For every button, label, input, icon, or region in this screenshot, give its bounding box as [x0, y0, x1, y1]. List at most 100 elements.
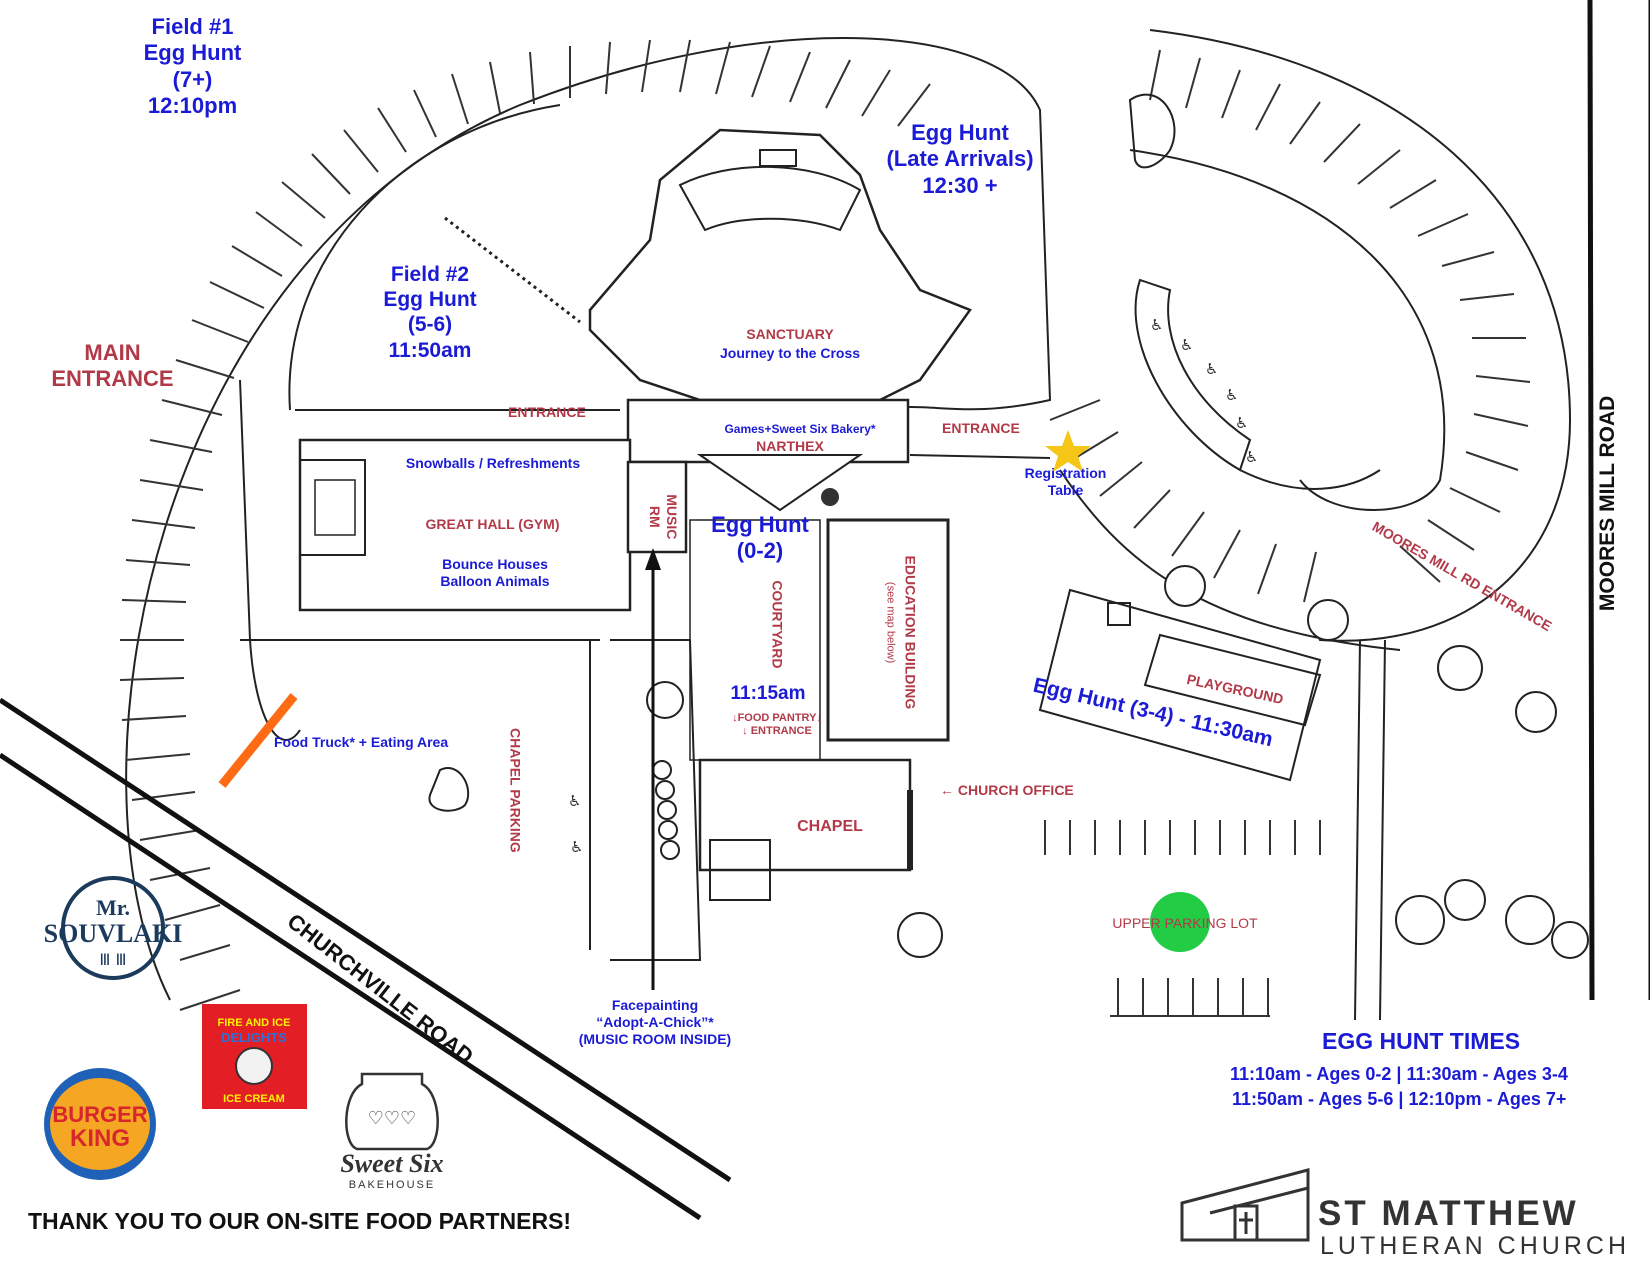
svg-text:♿: ♿: [1205, 360, 1218, 378]
great-hall-top-label: Snowballs / Refreshments: [405, 455, 581, 471]
sanctuary-label: SANCTUARY: [746, 326, 834, 342]
parking-stalls: [119, 39, 1531, 1011]
registration-label: Registration Table: [1024, 465, 1107, 498]
courtyard-time-label: 11:15am: [730, 683, 806, 704]
education-building-label: EDUCATION BUILDING: [902, 555, 919, 710]
altar: [759, 149, 797, 167]
thanks-text: THANK YOU TO OUR ON-SITE FOOD PARTNERS!: [28, 1208, 572, 1234]
upper-lot-stalls: [1044, 820, 1321, 1017]
entrance-right-label: ENTRANCE: [942, 420, 1020, 436]
main-entrance-label: MAIN ENTRANCE: [51, 340, 174, 392]
church-name: ST MATTHEW: [1318, 1194, 1579, 1233]
island: [1128, 93, 1176, 169]
tree: [646, 565, 1589, 959]
svg-text:♿: ♿: [1180, 336, 1193, 354]
education-sub-label: (see map below): [884, 581, 897, 664]
souvlaki-columns-icon: Ⅲ Ⅲ: [99, 950, 126, 969]
left-parking-edge: [239, 379, 301, 741]
cookie-jar-icon: [345, 1072, 439, 1151]
moores-mill-road-edge: [1587, 0, 1595, 1001]
accessible-stalls: [1134, 278, 1381, 490]
svg-text:♿: ♿: [570, 838, 583, 856]
burger-king-logo: BURGER KING: [40, 1064, 160, 1184]
churchville-road-edge: [0, 752, 702, 1221]
courtyard-label: COURTYARD: [769, 580, 786, 669]
kitchen-inner: [314, 479, 356, 536]
entrance-drive: [1354, 639, 1386, 1021]
green-dot: [1150, 892, 1210, 952]
field2-boundary: [444, 216, 581, 324]
sanctuary-stage: [678, 165, 862, 232]
fire-line2: DELIGHTS: [221, 1030, 287, 1045]
souvlaki-mr: Mr.: [96, 895, 130, 920]
late-arrivals-label: Egg Hunt (Late Arrivals) 12:30 +: [886, 120, 1034, 198]
wheelchair-icon: ♿ ♿ ♿ ♿ ♿ ♿ ♿ ♿: [568, 316, 1258, 856]
bk-bun: [50, 1078, 150, 1170]
svg-text:♿: ♿: [1245, 448, 1258, 466]
facepainting-arrowhead: [645, 548, 661, 570]
registration-star-icon: [1045, 430, 1091, 472]
chapel-label: CHAPEL: [797, 818, 863, 835]
bulldog-mascot-icon: [235, 1047, 273, 1085]
right-inner-loop: [1129, 149, 1446, 511]
church-logo-icon: [1180, 1168, 1310, 1242]
egg-times-row: 11:50am - Ages 5-6 | 12:10pm - Ages 7+: [1232, 1089, 1567, 1109]
walkway: [610, 639, 702, 961]
right-loop: [1149, 29, 1572, 642]
narthex-wedge: [696, 454, 864, 512]
field1-label: Field #1 Egg Hunt (7+) 12:10pm: [143, 14, 242, 119]
food-truck-label: Food Truck* + Eating Area: [274, 734, 449, 750]
souvlaki-name: SOUVLAKI: [44, 919, 183, 948]
playground-equipment: [1143, 633, 1322, 727]
sweet-line1: Sweet Six: [340, 1149, 443, 1178]
sweet-line2: BAKEHOUSE: [349, 1179, 435, 1191]
food-truck-bar: [218, 693, 298, 788]
svg-text:♿: ♿: [1235, 414, 1248, 432]
svg-text:♿: ♿: [568, 792, 581, 810]
church-sub: LUTHERAN CHURCH: [1320, 1232, 1631, 1260]
field2-label: Field #2 Egg Hunt (5-6) 11:50am: [383, 263, 477, 362]
fire-line1: FIRE AND ICE: [218, 1017, 291, 1029]
walkway-bollards: [652, 760, 680, 860]
kitchen: [299, 459, 366, 556]
sweet-six-logo: ♡♡♡ Sweet Six BAKEHOUSE: [322, 1054, 462, 1194]
sanctuary-sub-label: Journey to the Cross: [719, 345, 861, 361]
great-hall-label: GREAT HALL (GYM): [425, 516, 560, 532]
music-room-label: MUSIC RM: [647, 494, 680, 540]
entrance-left-label: ENTRANCE: [508, 404, 586, 420]
playground-area: [1038, 588, 1322, 782]
music-room: [626, 460, 688, 554]
souvlaki-ring: [61, 876, 165, 980]
island: [428, 767, 470, 812]
food-pantry-label: ↓FOOD PANTRY↓ ↓ ENTRANCE: [732, 712, 822, 738]
svg-text:♿: ♿: [1150, 316, 1163, 334]
courtyard-tree: [821, 488, 839, 506]
bk-line2: KING: [70, 1125, 130, 1152]
fire-and-ice-logo: FIRE AND ICE DELIGHTS ICE CREAM: [202, 1004, 307, 1109]
chapel-lobby: [709, 839, 771, 901]
egg-times-title: EGG HUNT TIMES: [1322, 1028, 1521, 1054]
playground-box: [1107, 602, 1131, 626]
sanctuary-building: [588, 128, 972, 402]
upper-lot-label: UPPER PARKING LOT: [1112, 915, 1258, 931]
hearts-icon: ♡♡♡: [368, 1108, 416, 1129]
bk-line1: BURGER: [52, 1102, 147, 1127]
narthex-building: [626, 398, 910, 464]
chapel-parking-label: CHAPEL PARKING: [507, 728, 524, 853]
churchville-road-edge: [0, 697, 732, 1183]
svg-text:♿: ♿: [1225, 386, 1238, 404]
church-office-label: ← CHURCH OFFICE: [940, 782, 1074, 798]
education-building: [826, 518, 950, 742]
chapel-building: [698, 758, 912, 872]
great-hall-activities-label: Bounce Houses Balloon Animals: [440, 556, 550, 589]
entrance-wall: [909, 454, 1051, 459]
narthex-label: NARTHEX: [756, 438, 824, 454]
egg-times-row: 11:10am - Ages 0-2 | 11:30am - Ages 3-4: [1230, 1064, 1568, 1084]
courtyard-hunt-label: Egg Hunt (0-2): [711, 512, 809, 564]
fire-line3: ICE CREAM: [223, 1093, 285, 1105]
moores-road-label: MOORES MILL ROAD: [1595, 395, 1619, 612]
mr-souvlaki-logo: Mr. SOUVLAKI Ⅲ Ⅲ: [28, 870, 198, 980]
narthex-sub-label: Games+Sweet Six Bakery*: [724, 422, 876, 436]
inner-parking-loop: [288, 104, 561, 411]
